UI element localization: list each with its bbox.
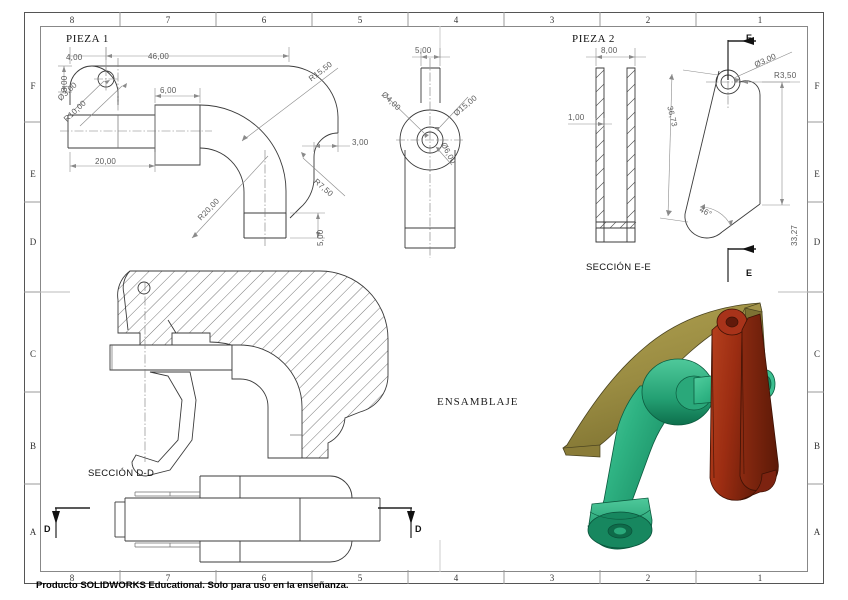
zone-bottom-7: 7 [165,573,171,583]
footer-note: Producto SOLIDWORKS Educational. Solo pa… [36,580,349,591]
section-arrow-d-right: D [415,524,422,534]
zone-right-A: A [813,527,821,537]
zone-top-1: 1 [757,15,763,25]
zone-left-C: C [29,349,36,359]
assembly-label: ENSAMBLAJE [437,396,519,408]
dim-20: 20,00 [95,157,117,166]
zone-top-3: 3 [549,15,555,25]
view-title-pieza1: PIEZA 1 [66,33,110,45]
zone-top-8: 8 [69,15,75,25]
dim-r3-5: R3,50 [774,71,797,80]
dim-46: 46,00 [148,52,170,61]
section-title-ee: SECCIÓN E-E [586,262,652,273]
zone-bottom-1: 1 [757,573,763,583]
zone-left-F: F [30,81,36,91]
dim-6: 6,00 [160,86,177,95]
zone-right-E: E [814,169,820,179]
dim-side-5: 5,00 [415,46,432,55]
zone-left-E: E [30,169,36,179]
zone-right-D: D [813,237,821,247]
zone-bottom-2: 2 [645,573,651,583]
zone-top-2: 2 [645,15,651,25]
section-arrow-e-bottom: E [746,268,753,278]
zone-bottom-4: 4 [453,573,459,583]
dim-1: 1,00 [568,113,585,122]
zone-top-5: 5 [357,15,363,25]
zone-left-B: B [29,441,36,451]
section-arrow-e-top: E [746,33,753,43]
zone-top-7: 7 [165,15,171,25]
zone-right-F: F [814,81,820,91]
dim-3-right: 3,00 [352,138,369,147]
dim-4: 4,00 [66,53,83,62]
zone-left-A: A [29,527,37,537]
sheet-frame-outer [24,12,824,584]
sheet-frame-inner [40,26,808,572]
zone-bottom-3: 3 [549,573,555,583]
zone-left-D: D [29,237,37,247]
dim-8: 8,00 [601,46,618,55]
zone-bottom-5: 5 [357,573,363,583]
zone-right-B: B [813,441,820,451]
zone-top-6: 6 [261,15,267,25]
section-arrow-d-left: D [44,524,51,534]
zone-right-C: C [813,349,820,359]
zone-top-4: 4 [453,15,459,25]
view-title-pieza2: PIEZA 2 [572,33,616,45]
section-title-dd: SECCIÓN D-D [88,468,155,479]
zone-bottom-6: 6 [261,573,267,583]
zone-bottom-8: 8 [69,573,75,583]
